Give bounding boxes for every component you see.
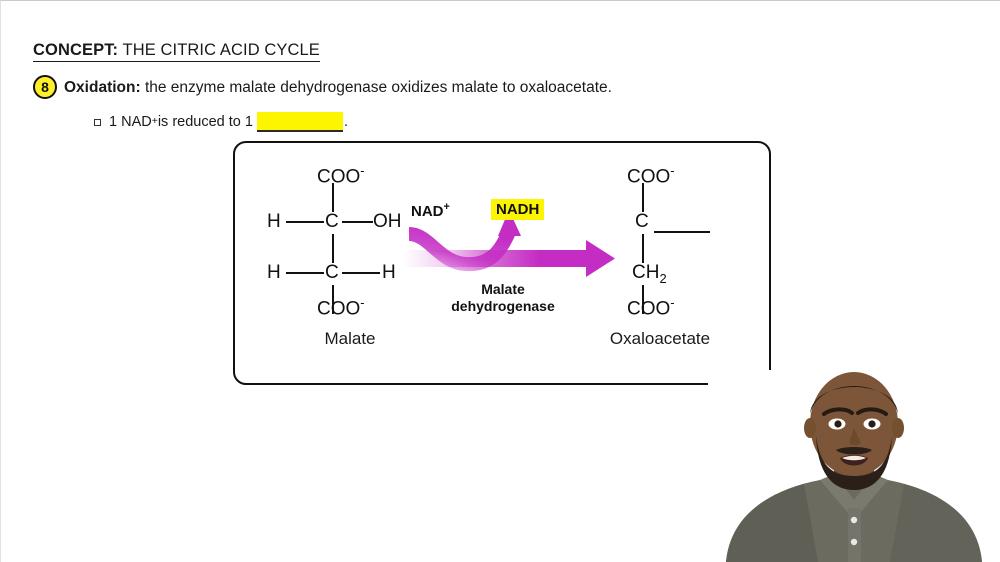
label-nadh: NADH xyxy=(491,199,545,220)
enzyme-line-1: Malate xyxy=(481,281,525,297)
malate-bond-c2-oh xyxy=(342,221,373,224)
step-row: 8 Oxidation: the enzyme malate dehydroge… xyxy=(33,75,612,99)
instructor-video xyxy=(708,370,1000,562)
oxaloacetate-top-carboxyl: COO- xyxy=(627,163,675,188)
bullet-prefix: 1 NAD xyxy=(109,114,152,130)
bullet-suffix: . xyxy=(343,114,348,130)
malate-carbon-upper: C xyxy=(325,211,339,232)
step-label: Oxidation: xyxy=(64,78,141,96)
malate-bond-c2-c3 xyxy=(332,234,335,263)
fill-in-blank[interactable] xyxy=(256,112,343,132)
malate-bond-h-c2 xyxy=(286,221,324,224)
main-reaction-arrow xyxy=(403,240,615,277)
malate-bond-c3-c4 xyxy=(332,285,335,314)
reaction-arrow-group: NAD+ NADH Malate dehydrogenase xyxy=(403,188,631,318)
reaction-arrow-svg xyxy=(403,210,615,277)
molecule-oxaloacetate: COO- C CH2 COO- Oxaloacetate xyxy=(570,161,750,361)
malate-h-lower-left: H xyxy=(267,262,281,283)
bullet-row: 1 NAD+ is reduced to 1 . xyxy=(94,112,348,132)
instructor-illustration xyxy=(708,370,1000,562)
step-number-badge: 8 xyxy=(33,75,57,99)
label-malate: Malate xyxy=(324,329,376,348)
oxaloacetate-bond-c3-c4 xyxy=(642,285,645,314)
malate-h-upper-left: H xyxy=(267,211,281,232)
label-enzyme: Malate dehydrogenase xyxy=(403,281,603,315)
page-title: CONCEPT: THE CITRIC ACID CYCLE xyxy=(33,41,320,62)
malate-top-carboxyl: COO- xyxy=(317,163,365,188)
malate-carbon-lower: C xyxy=(325,262,339,283)
reaction-diagram-panel: COO- H C OH H C H COO- Malate COO- C xyxy=(233,141,771,385)
oxaloacetate-bond-c1-c2 xyxy=(642,183,645,212)
malate-h-lower-right: H xyxy=(382,262,396,283)
malate-bond-h-c3-right xyxy=(342,272,380,275)
bullet-charge: + xyxy=(151,116,158,127)
concept-title-text: THE CITRIC ACID CYCLE xyxy=(122,41,320,59)
malate-hydroxyl: OH xyxy=(373,211,402,232)
concept-label: CONCEPT: xyxy=(33,41,119,59)
molecule-malate: COO- H C OH H C H COO- Malate xyxy=(260,161,440,361)
bullet-square-icon xyxy=(94,118,101,126)
label-nad-plus: NAD+ xyxy=(411,201,450,220)
label-oxaloacetate: Oxaloacetate xyxy=(609,329,711,348)
malate-bond-c1-c2 xyxy=(332,183,335,212)
step-description: Oxidation: the enzyme malate dehydrogena… xyxy=(64,78,612,97)
step-body: the enzyme malate dehydrogenase oxidizes… xyxy=(140,78,612,96)
malate-bottom-carboxyl: COO- xyxy=(317,295,365,320)
oxaloacetate-bond-c2-c3 xyxy=(642,234,645,263)
oxaloacetate-methylene: CH2 xyxy=(632,262,667,286)
enzyme-line-2: dehydrogenase xyxy=(451,298,555,314)
oxaloacetate-bottom-carboxyl: COO- xyxy=(627,295,675,320)
oxaloacetate-blank-bond[interactable] xyxy=(654,231,710,234)
bullet-middle: is reduced to 1 xyxy=(157,114,253,130)
oxaloacetate-carbon-upper: C xyxy=(635,211,649,232)
malate-bond-h-c3-left xyxy=(286,272,324,275)
